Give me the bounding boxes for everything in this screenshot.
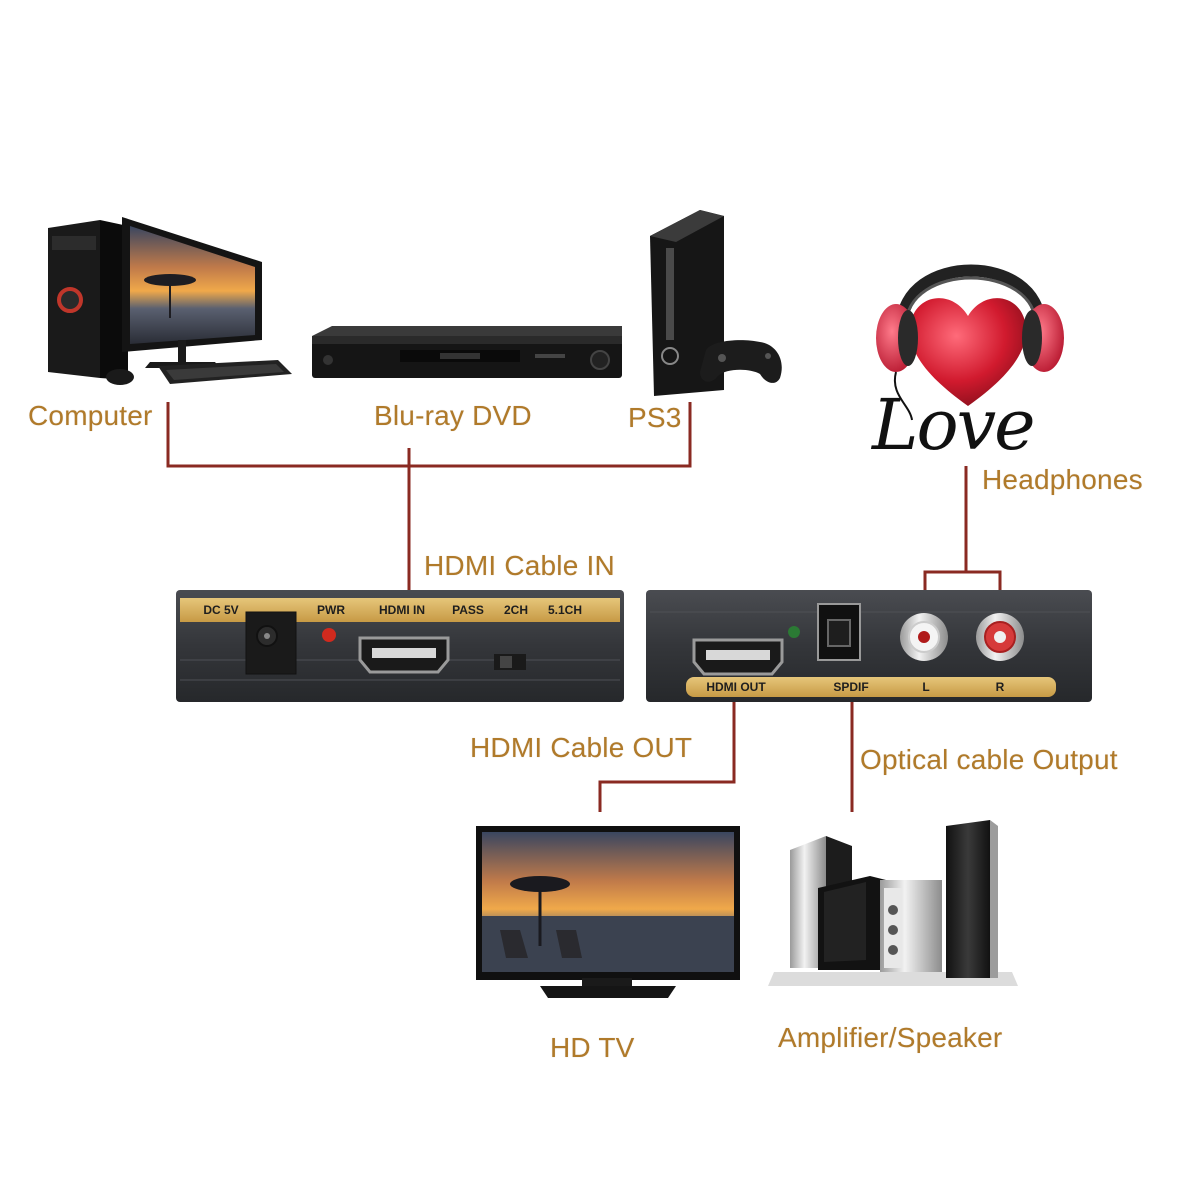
port-label-hdmi-in: HDMI IN [379,604,425,616]
ps3-label: PS3 [628,404,682,432]
hdtv-image [476,826,740,998]
port-label-hdmi-out: HDMI OUT [706,681,765,693]
bluray-label: Blu-ray DVD [374,402,532,430]
love-script-text: Love [872,390,1034,460]
port-label-2ch: 2CH [504,604,528,616]
port-label-l: L [922,681,929,693]
headphones-label: Headphones [982,466,1143,494]
amplifier-speaker-label: Amplifier/Speaker [778,1024,1002,1052]
hdmi-cable-in-label: HDMI Cable IN [424,552,615,580]
port-label-pass: PASS [452,604,484,616]
port-label-dc5v: DC 5V [203,604,238,616]
port-label-pwr: PWR [317,604,345,616]
optical-cable-output-label: Optical cable Output [860,746,1118,774]
ps3-console-image [650,210,782,396]
computer-image [48,217,292,385]
hdmi-cable-out-label: HDMI Cable OUT [470,734,692,762]
port-label-r: R [996,681,1005,693]
hdtv-label: HD TV [550,1034,635,1062]
computer-label: Computer [28,402,153,430]
bluray-player-image [312,326,622,378]
port-label-spdif: SPDIF [833,681,868,693]
port-label-5-1ch: 5.1CH [548,604,582,616]
speakers-image [768,820,1018,986]
